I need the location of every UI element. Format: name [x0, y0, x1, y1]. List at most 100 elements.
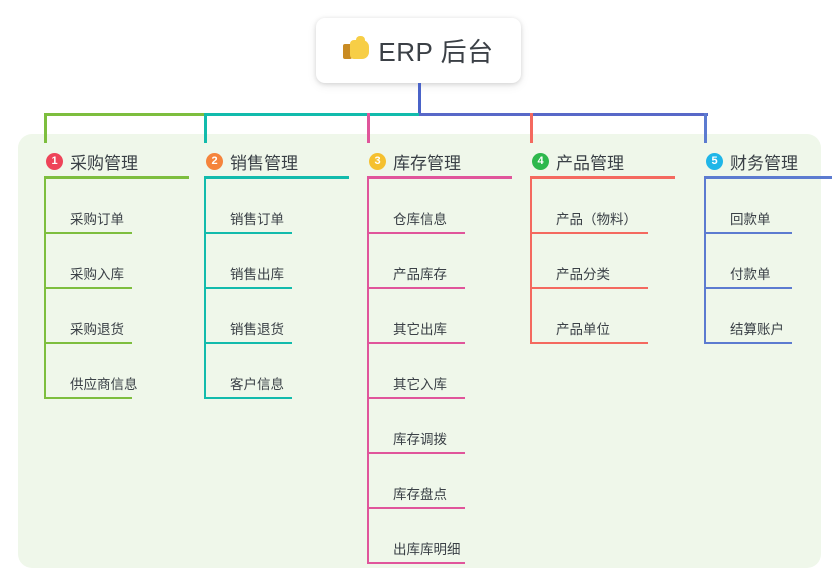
- leaf-underline: [367, 397, 465, 399]
- leaf-connector-line: [44, 234, 46, 289]
- leaf-label: 付款单: [730, 267, 771, 282]
- leaf-label: 销售订单: [230, 212, 284, 227]
- branch-stub-2: [203, 113, 207, 143]
- branch-underline-2: [204, 176, 349, 179]
- leaf-underline: [704, 342, 792, 344]
- leaf-label: 供应商信息: [70, 377, 138, 392]
- leaf-underline: [44, 397, 132, 399]
- leaf-connector-line: [367, 179, 369, 234]
- leaf-connector-line: [367, 289, 369, 344]
- leaf-item[interactable]: 采购退货: [42, 289, 138, 344]
- leaf-item[interactable]: 产品库存: [365, 234, 465, 289]
- leaf-item[interactable]: 产品单位: [528, 289, 648, 344]
- branch-header-3[interactable]: 3 库存管理: [365, 143, 512, 179]
- branch-underline-4: [530, 176, 675, 179]
- leaf-label: 其它入库: [393, 377, 447, 392]
- branch-underline-5: [704, 176, 832, 179]
- leaf-item[interactable]: 付款单: [702, 234, 798, 289]
- leaf-connector-line: [204, 179, 206, 234]
- bus-segment-3: [419, 113, 708, 116]
- leaf-connector-line: [367, 399, 369, 454]
- leaf-item[interactable]: 库存调拨: [365, 399, 465, 454]
- branch-title-2: 销售管理: [230, 153, 298, 173]
- branch-title-3: 库存管理: [393, 153, 461, 173]
- leaf-label: 产品单位: [556, 322, 610, 337]
- branch-title-5: 财务管理: [730, 153, 798, 173]
- branch-stub-5: [703, 113, 707, 143]
- leaf-connector-line: [367, 509, 369, 564]
- leaf-label: 采购订单: [70, 212, 124, 227]
- leaf-item[interactable]: 产品分类: [528, 234, 648, 289]
- leaf-item[interactable]: 库存盘点: [365, 454, 465, 509]
- leaf-underline: [530, 232, 648, 234]
- branch-title-4: 产品管理: [556, 153, 624, 173]
- branch-badge-1: 1: [46, 152, 63, 170]
- leaf-underline: [204, 397, 292, 399]
- leaf-label: 采购入库: [70, 267, 124, 282]
- leaf-label: 库存盘点: [393, 487, 447, 502]
- leaf-underline: [44, 232, 132, 234]
- branch-badge-3: 3: [369, 152, 386, 170]
- leaf-connector-line: [44, 179, 46, 234]
- leaf-item[interactable]: 回款单: [702, 179, 798, 234]
- branch-badge-2: 2: [206, 152, 223, 170]
- leaf-connector-line: [204, 344, 206, 399]
- branch-badge-4: 4: [532, 152, 549, 170]
- leaf-underline: [367, 452, 465, 454]
- branch-stub-1: [43, 113, 47, 143]
- leaf-connector-line: [530, 179, 532, 234]
- leaf-label: 客户信息: [230, 377, 284, 392]
- leaf-label: 采购退货: [70, 322, 124, 337]
- leaf-item[interactable]: 客户信息: [202, 344, 298, 399]
- branch-stub-3: [366, 113, 370, 143]
- leaf-item[interactable]: 销售退货: [202, 289, 298, 344]
- leaf-underline: [367, 342, 465, 344]
- leaf-underline: [367, 562, 465, 564]
- leaf-item[interactable]: 采购入库: [42, 234, 138, 289]
- leaf-underline: [204, 287, 292, 289]
- leaf-underline: [704, 287, 792, 289]
- leaf-underline: [44, 342, 132, 344]
- leaf-item[interactable]: 采购订单: [42, 179, 138, 234]
- thumbs-up-icon: [343, 36, 370, 65]
- leaf-underline: [204, 232, 292, 234]
- leaf-label: 回款单: [730, 212, 771, 227]
- leaf-item[interactable]: 出库库明细: [365, 509, 465, 564]
- leaf-underline: [44, 287, 132, 289]
- branch-header-2[interactable]: 2 销售管理: [202, 143, 349, 179]
- branch-column-4: 4 产品管理产品（物料）产品分类产品单位: [528, 143, 675, 344]
- leaf-label: 仓库信息: [393, 212, 447, 227]
- root-node[interactable]: ERP 后台: [316, 18, 521, 83]
- leaf-underline: [704, 232, 792, 234]
- root-node-title: ERP 后台: [378, 37, 494, 67]
- leaf-item[interactable]: 其它出库: [365, 289, 465, 344]
- leaf-item[interactable]: 仓库信息: [365, 179, 465, 234]
- leaf-label: 结算账户: [730, 322, 784, 337]
- leaf-label: 销售出库: [230, 267, 284, 282]
- leaf-label: 其它出库: [393, 322, 447, 337]
- branch-header-4[interactable]: 4 产品管理: [528, 143, 675, 179]
- leaf-connector-line: [530, 289, 532, 344]
- leaf-item[interactable]: 产品（物料）: [528, 179, 648, 234]
- leaf-underline: [367, 232, 465, 234]
- leaf-label: 销售退货: [230, 322, 284, 337]
- leaf-underline: [367, 507, 465, 509]
- leaf-underline: [367, 287, 465, 289]
- leaf-item[interactable]: 供应商信息: [42, 344, 138, 399]
- leaf-connector-line: [367, 234, 369, 289]
- leaf-item[interactable]: 其它入库: [365, 344, 465, 399]
- leaf-underline: [530, 342, 648, 344]
- leaf-item[interactable]: 销售出库: [202, 234, 298, 289]
- leaf-connector-line: [367, 454, 369, 509]
- leaf-item[interactable]: 结算账户: [702, 289, 798, 344]
- branch-column-2: 2 销售管理销售订单销售出库销售退货客户信息: [202, 143, 349, 399]
- leaf-connector-line: [367, 344, 369, 399]
- leaf-item[interactable]: 销售订单: [202, 179, 298, 234]
- branch-underline-3: [367, 176, 512, 179]
- leaf-label: 产品库存: [393, 267, 447, 282]
